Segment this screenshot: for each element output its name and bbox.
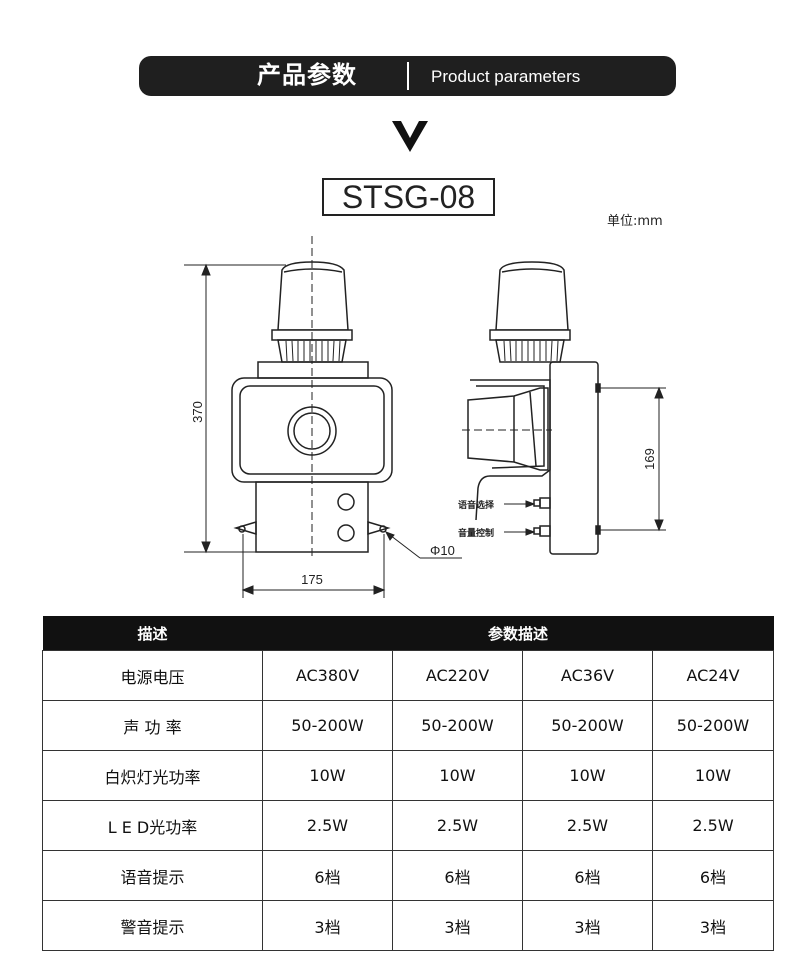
table-cell: 6档 [522, 850, 653, 901]
row-label: 白炽灯光功率 [42, 750, 263, 801]
table-cell: 50-200W [651, 700, 775, 751]
table-cell: 6档 [392, 850, 523, 901]
table-cell: AC380V [262, 650, 393, 701]
dim-side-label: 169 [642, 448, 657, 470]
table-cell: 50-200W [262, 700, 393, 751]
table-cell: 3档 [392, 900, 523, 951]
banner-title-zh: 产品参数 [257, 61, 357, 89]
table-cell: 2.5W [392, 800, 523, 851]
section-header-banner: 产品参数 Product parameters [139, 56, 676, 96]
table-cell: AC24V [651, 650, 775, 701]
table-header-row: 描述 参数描述 [42, 616, 774, 651]
table-cell: 10W [522, 750, 653, 801]
spec-table: 描述 参数描述 电源电压 AC380V AC220V AC36V AC24V 声… [42, 616, 775, 951]
table-row: 警音提示 3档 3档 3档 3档 [42, 900, 775, 951]
row-label: L E D光功率 [42, 800, 263, 851]
chevron-down-icon [392, 121, 428, 152]
header-description: 描述 [42, 616, 263, 651]
table-cell: 3档 [651, 900, 775, 951]
table-cell: 2.5W [651, 800, 775, 851]
voice-select-label: 语音选择 [458, 499, 495, 510]
row-label: 声 功 率 [42, 700, 263, 751]
table-cell: 50-200W [522, 700, 653, 751]
dim-height-label: 370 [190, 401, 205, 423]
table-cell: 50-200W [392, 700, 523, 751]
row-label: 警音提示 [42, 900, 263, 951]
table-row: 白炽灯光功率 10W 10W 10W 10W [42, 750, 775, 801]
table-cell: 2.5W [262, 800, 393, 851]
table-cell: 10W [392, 750, 523, 801]
table-cell: 3档 [262, 900, 393, 951]
table-cell: 10W [262, 750, 393, 801]
header-parameters: 参数描述 [262, 616, 774, 651]
volume-control-label: 音量控制 [458, 527, 494, 538]
table-cell: 6档 [262, 850, 393, 901]
table-cell: 10W [651, 750, 775, 801]
table-cell: AC220V [392, 650, 523, 701]
dim-hole-label: Φ10 [430, 543, 455, 558]
banner-divider [407, 62, 409, 90]
row-label: 电源电压 [42, 650, 263, 701]
table-row: 语音提示 6档 6档 6档 6档 [42, 850, 775, 901]
table-cell: 2.5W [522, 800, 653, 851]
model-name: STSG-08 [322, 178, 495, 216]
dimension-drawing: 370 175 Φ10 [184, 236, 666, 598]
table-row: 声 功 率 50-200W 50-200W 50-200W 50-200W [42, 700, 775, 751]
dim-width-label: 175 [301, 572, 323, 587]
table-cell: 6档 [651, 850, 775, 901]
table-cell: AC36V [522, 650, 653, 701]
table-row: 电源电压 AC380V AC220V AC36V AC24V [42, 650, 775, 701]
table-cell: 3档 [522, 900, 653, 951]
table-row: L E D光功率 2.5W 2.5W 2.5W 2.5W [42, 800, 775, 851]
unit-label: 单位:mm [607, 214, 663, 229]
banner-title-en: Product parameters [431, 67, 581, 86]
row-label: 语音提示 [42, 850, 263, 901]
